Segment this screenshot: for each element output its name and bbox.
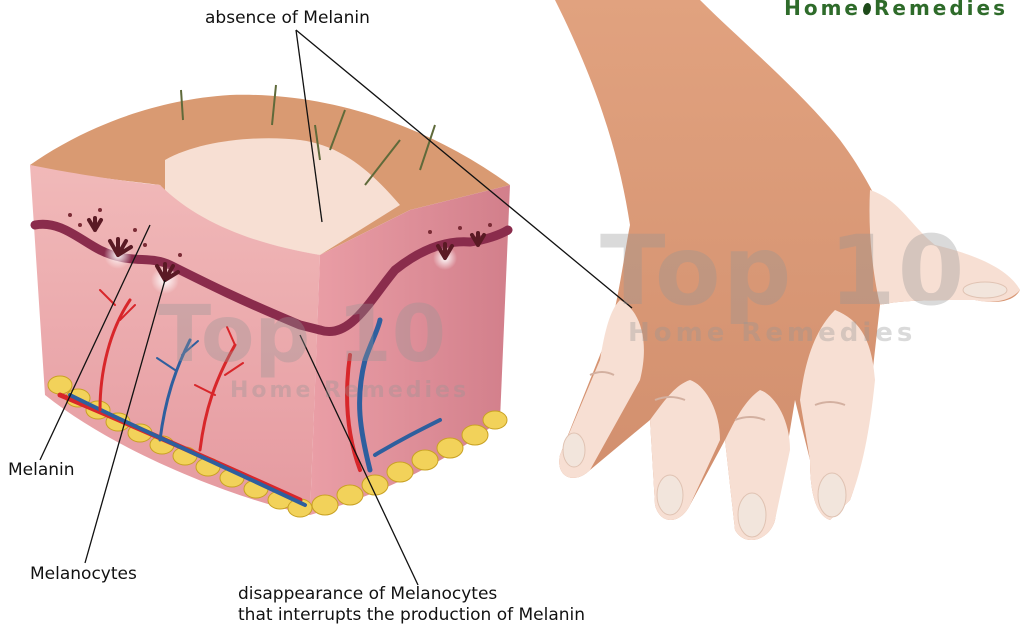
label-melanocytes: Melanocytes: [30, 563, 137, 585]
hand: [555, 0, 1020, 540]
brand-remedies: Remedies: [874, 0, 1008, 20]
label-absence-of-melanin: absence of Melanin: [205, 7, 370, 29]
skin-block: [30, 85, 510, 517]
label-disappearance-line2: that interrupts the production of Melani…: [238, 604, 585, 626]
brand-logo: Home Remedies: [784, 0, 1008, 20]
leaf-icon: [863, 3, 871, 15]
label-disappearance-line1: disappearance of Melanocytes: [238, 583, 497, 605]
label-melanin: Melanin: [8, 459, 75, 481]
brand-home: Home: [784, 0, 861, 20]
